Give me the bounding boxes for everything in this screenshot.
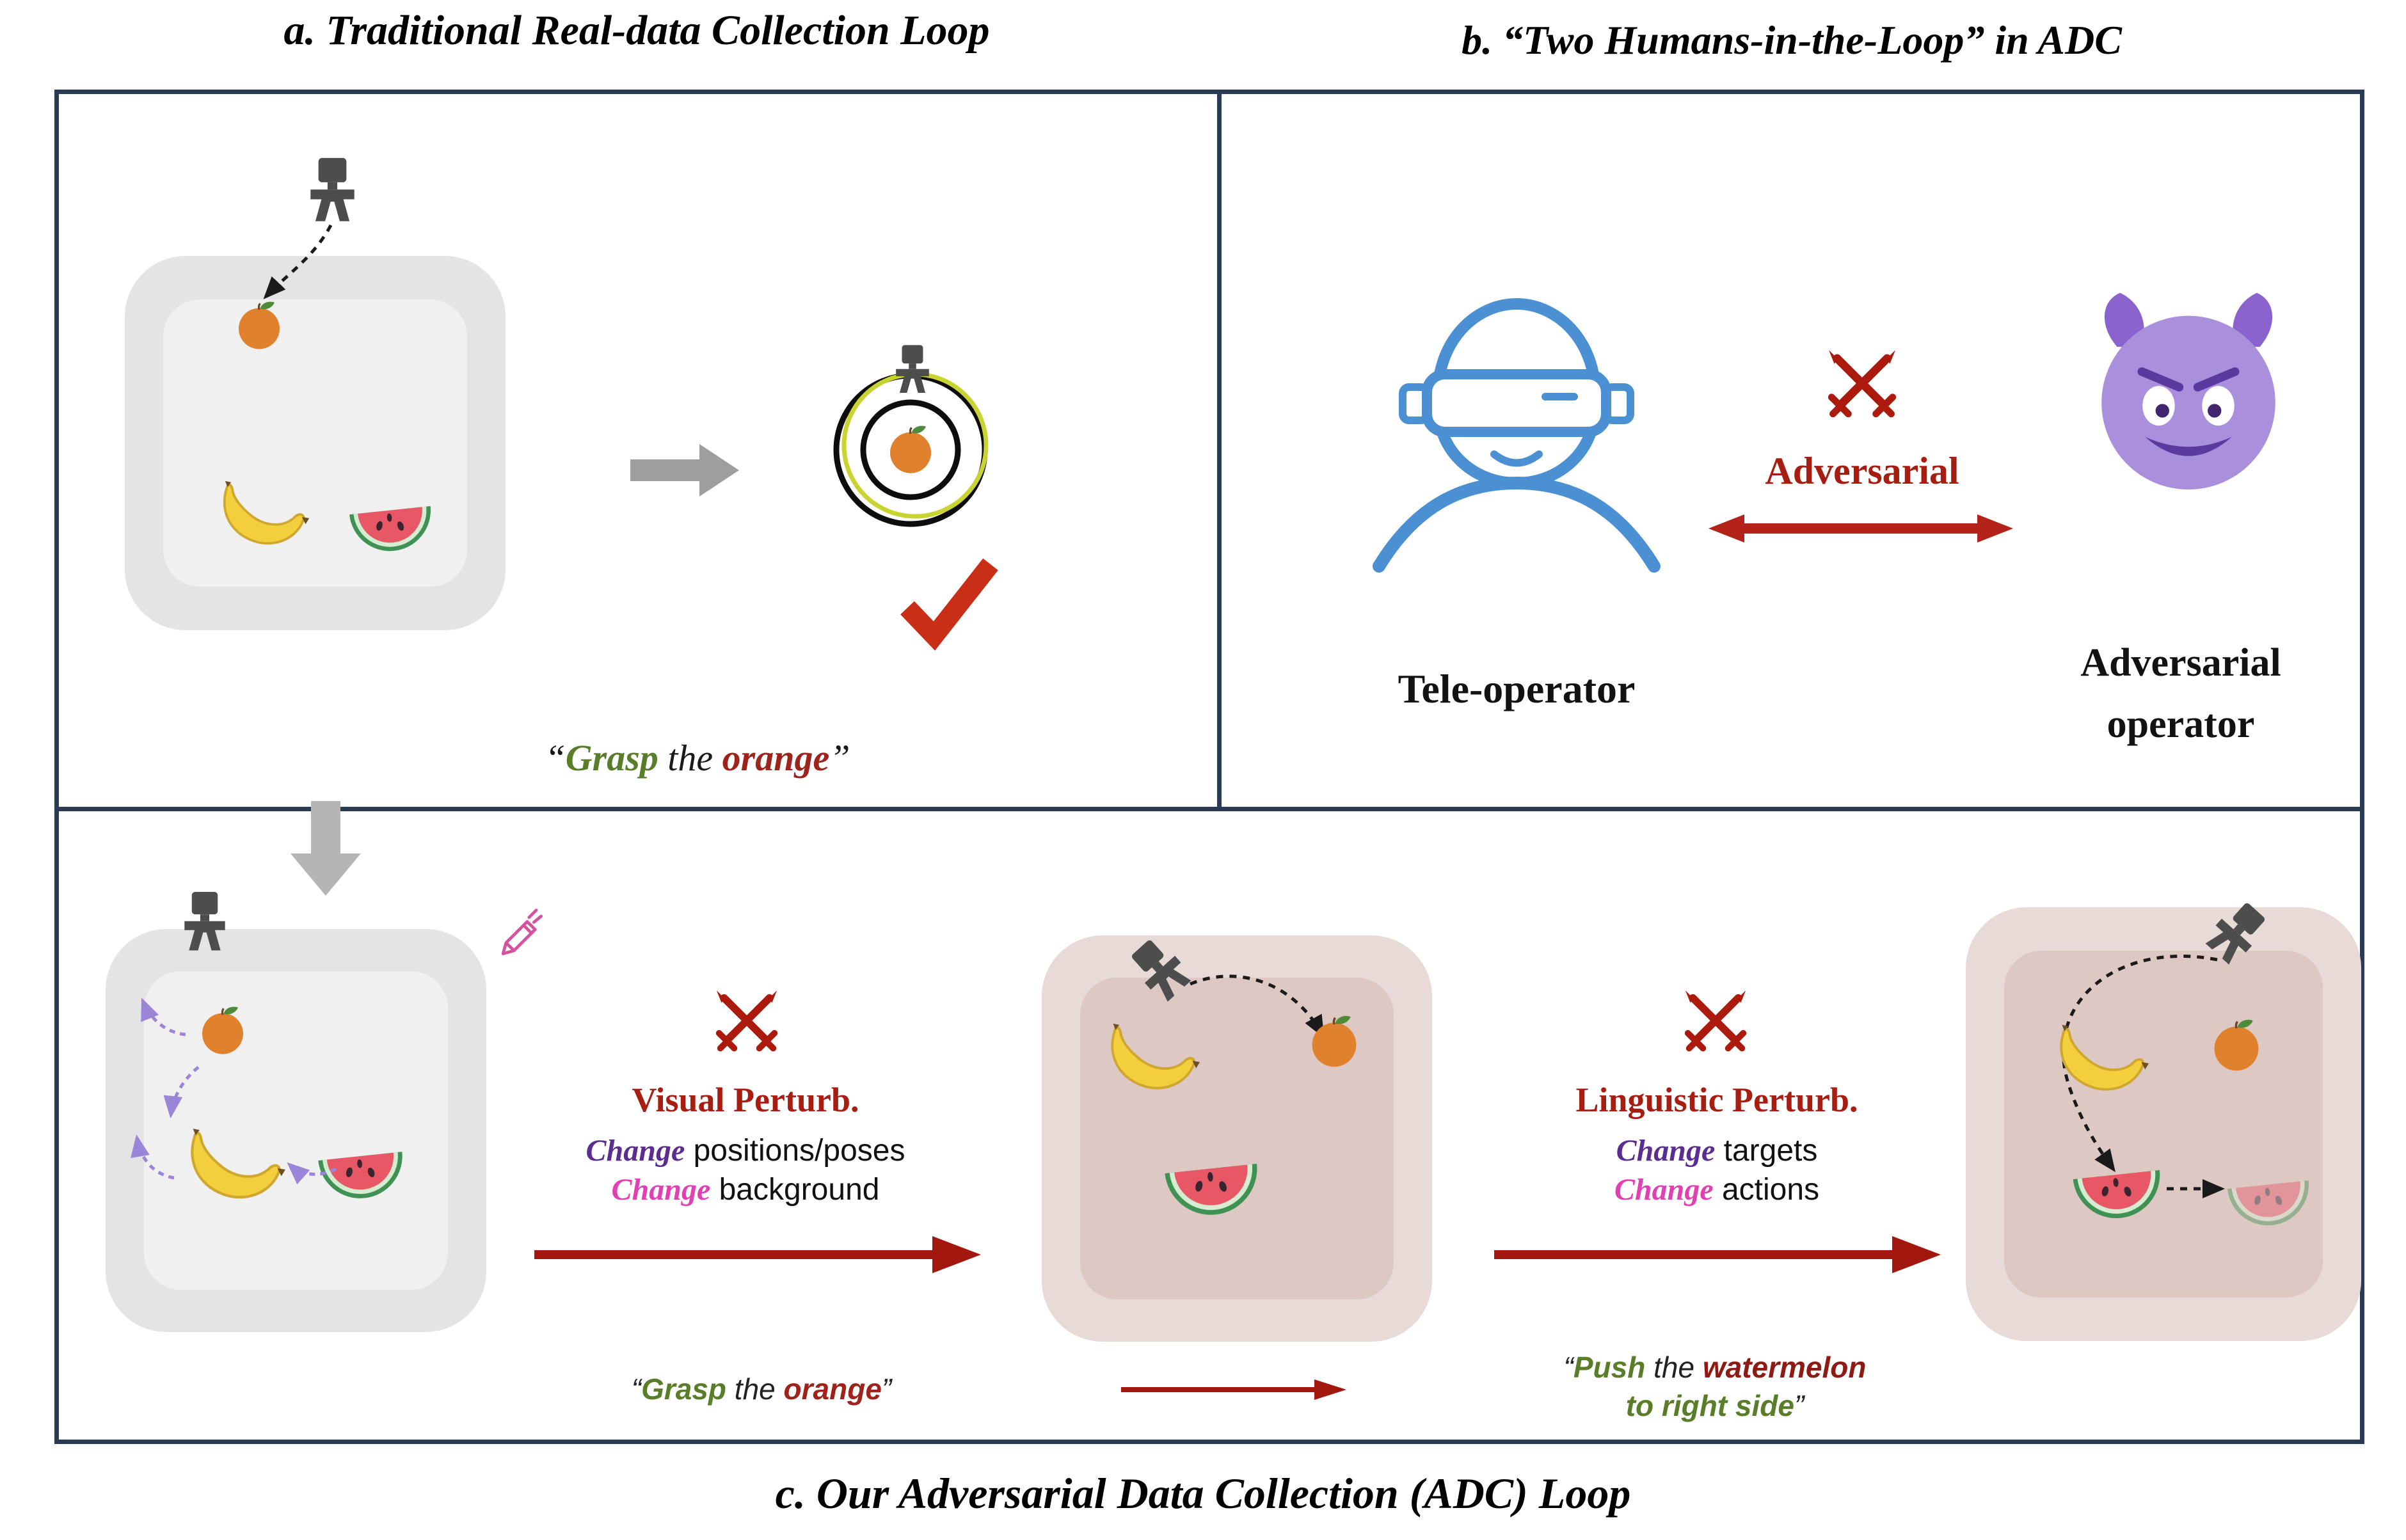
flow-arrow-right bbox=[630, 444, 739, 496]
orange-word: orange bbox=[722, 737, 830, 779]
orange-word: orange bbox=[783, 1372, 882, 1406]
perturb-move-arrow bbox=[163, 1066, 200, 1118]
quote-open: “ bbox=[1563, 1351, 1573, 1384]
perturb-move-arrow bbox=[287, 1162, 337, 1185]
banana-icon bbox=[1111, 1022, 1201, 1090]
pencil-edit-icon bbox=[501, 909, 543, 955]
panel-c-title: c. Our Adversarial Data Collection (ADC)… bbox=[775, 1469, 1631, 1518]
orange-icon bbox=[237, 301, 281, 351]
adversarial-arrow bbox=[1709, 514, 2013, 543]
change-rest: targets bbox=[1715, 1133, 1818, 1168]
adc-flow-arrow bbox=[534, 1236, 981, 1273]
change-word: Change bbox=[586, 1133, 685, 1168]
quote-close: ” bbox=[1794, 1388, 1804, 1422]
tray bbox=[1042, 935, 1432, 1342]
tele-operator-label: Tele-operator bbox=[1398, 666, 1636, 711]
orange-icon bbox=[1311, 1015, 1358, 1068]
figure-border bbox=[54, 90, 2364, 1444]
the-word: the bbox=[726, 1372, 784, 1406]
tray bbox=[1966, 907, 2361, 1341]
flow-arrow-down bbox=[291, 801, 361, 896]
watermelon-icon bbox=[349, 505, 435, 553]
adversarial-label: Adversarial bbox=[1765, 450, 1959, 492]
quote-open: “ bbox=[545, 737, 566, 779]
linguistic-perturb-heading: Linguistic Perturb. bbox=[1575, 1081, 1858, 1119]
vr-teleoperator-icon bbox=[1373, 298, 1661, 573]
grasp-word: Grasp bbox=[641, 1372, 727, 1406]
dashed-trajectory-arrow bbox=[263, 224, 333, 299]
grasp-word: Grasp bbox=[565, 737, 658, 779]
quote-close: ” bbox=[881, 1372, 892, 1406]
perturb-move-arrow bbox=[131, 1134, 175, 1180]
push-caption-line1: “Push the watermelon bbox=[1491, 1349, 1939, 1387]
dashed-trajectory-arrow bbox=[1190, 974, 1325, 1038]
watermelon-icon bbox=[1165, 1163, 1262, 1218]
to-right-side-words: to right side bbox=[1625, 1388, 1794, 1422]
change-positions-line: Change positions/poses bbox=[525, 1131, 966, 1170]
change-word: Change bbox=[1614, 1172, 1714, 1207]
push-word: Push bbox=[1573, 1351, 1646, 1384]
change-background-line: Change background bbox=[525, 1170, 966, 1209]
banana-icon bbox=[2060, 1023, 2150, 1091]
push-caption-line2: to right side” bbox=[1491, 1387, 1939, 1425]
adversarial-operator-line1: Adversarial bbox=[2080, 641, 2281, 685]
watermelon-icon bbox=[2073, 1170, 2165, 1221]
checkmark-icon bbox=[900, 558, 998, 651]
visual-perturb-heading: Visual Perturb. bbox=[632, 1081, 859, 1119]
quote-open: “ bbox=[631, 1372, 642, 1406]
crossed-swords-icon bbox=[1678, 989, 1753, 1065]
watermelon-word: watermelon bbox=[1702, 1351, 1867, 1384]
change-rest: background bbox=[710, 1172, 880, 1207]
panel-a-title: a. Traditional Real-data Collection Loop bbox=[283, 7, 990, 54]
adversarial-operator-line2: operator bbox=[2107, 703, 2255, 746]
push-caption: “Push the watermelon to right side” bbox=[1491, 1349, 1939, 1425]
grasp-caption: “Grasp the orange” bbox=[128, 736, 1267, 781]
push-direction-arrow bbox=[2167, 1179, 2225, 1198]
vertical-divider bbox=[1217, 90, 1222, 811]
banana-icon bbox=[223, 479, 310, 545]
robot-gripper-icon bbox=[896, 345, 929, 393]
grasp-caption: “Grasp the orange” bbox=[557, 1370, 966, 1409]
change-rest: positions/poses bbox=[685, 1133, 905, 1168]
change-word: Change bbox=[1616, 1133, 1716, 1168]
change-word: Change bbox=[611, 1172, 711, 1207]
change-targets-line: Change targets bbox=[1496, 1131, 1938, 1170]
orange-icon bbox=[201, 1005, 244, 1056]
the-word: the bbox=[658, 737, 722, 779]
perturb-move-arrow bbox=[141, 997, 186, 1036]
crossed-swords-icon bbox=[1820, 349, 1904, 432]
banana-icon bbox=[181, 1126, 287, 1212]
orange-icon bbox=[2213, 1019, 2260, 1072]
tray bbox=[125, 256, 506, 630]
panel-b-title: b. “Two Humans-in-the-Loop” in ADC bbox=[1462, 17, 2122, 63]
tray-inner bbox=[2004, 951, 2323, 1298]
crossed-swords-icon bbox=[709, 989, 785, 1065]
adc-flow-arrow bbox=[1494, 1236, 1941, 1273]
devil-face-icon bbox=[2101, 292, 2275, 490]
change-rest: actions bbox=[1713, 1172, 1820, 1207]
the-word: the bbox=[1645, 1351, 1703, 1384]
linguistic-perturb-block: Linguistic Perturb. Change targets Chang… bbox=[1496, 1079, 1938, 1209]
adc-flow-arrow bbox=[1121, 1379, 1346, 1400]
quote-close: ” bbox=[829, 737, 850, 779]
robot-gripper-icon bbox=[184, 891, 225, 951]
horizontal-divider bbox=[54, 807, 2364, 811]
change-actions-line: Change actions bbox=[1496, 1170, 1938, 1209]
adversarial-operator-label: Adversarial operator bbox=[2002, 632, 2360, 755]
visual-perturb-block: Visual Perturb. Change positions/poses C… bbox=[525, 1079, 966, 1209]
